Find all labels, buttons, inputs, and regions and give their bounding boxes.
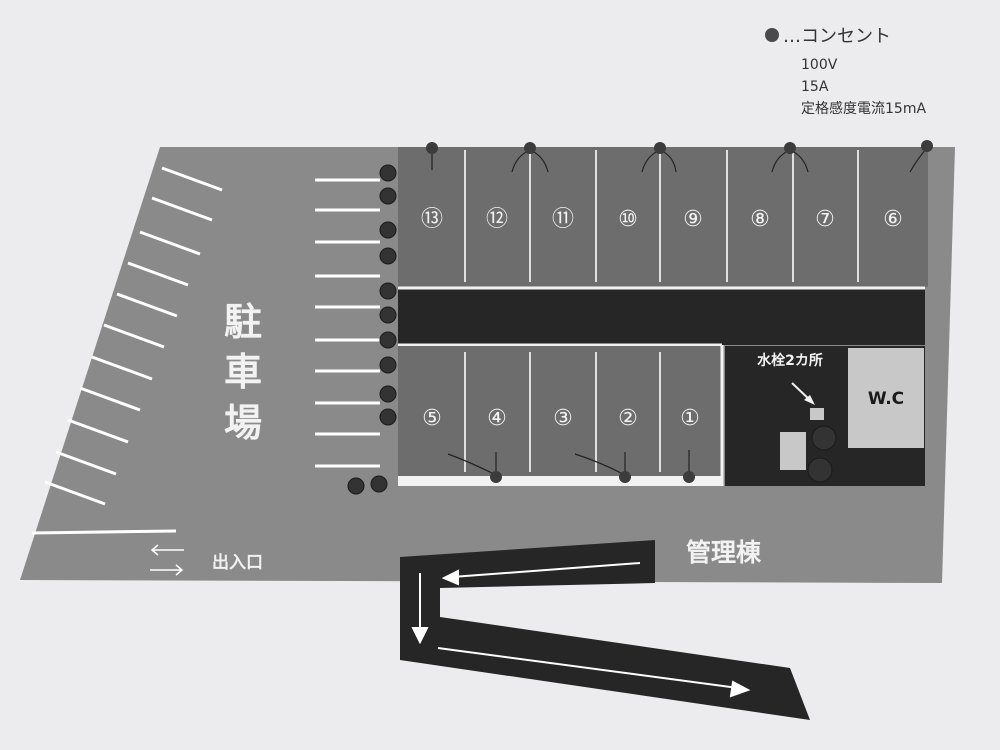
outlet-dot [921, 140, 933, 152]
water-taps-label: 水栓2カ所 [757, 352, 823, 369]
outlet-dot [619, 471, 631, 483]
toilet-building [848, 348, 924, 448]
outlet-markers-lower [447, 450, 695, 483]
site-10-label: ⑩ [618, 207, 638, 232]
site-12-label: ⑫ [486, 207, 508, 232]
parking-stripes-right [315, 178, 380, 468]
outlet-dot [784, 142, 796, 154]
lower-site-numbers: ⑤ ④ ③ ② ① [422, 406, 700, 431]
outlet-markers-upper [426, 140, 933, 173]
lower-site-dividers [464, 352, 661, 472]
outlet-dot [524, 142, 536, 154]
legend-rated-sensitivity: 定格感度電流15mA [801, 101, 927, 117]
outlet-dot [683, 471, 695, 483]
water-tap [810, 408, 824, 420]
toilet-label: W.C [868, 389, 904, 409]
legend-voltage: 100V [801, 57, 838, 73]
water-tap-block [780, 432, 806, 470]
upper-site-dividers [464, 150, 859, 282]
tree-row [347, 164, 397, 495]
outlet-symbol-icon [765, 28, 779, 42]
site-2-label: ② [618, 406, 638, 431]
site-1-label: ① [680, 406, 700, 431]
site-6-label: ⑥ [883, 207, 903, 232]
site-7-label: ⑦ [815, 207, 835, 232]
site-4-label: ④ [487, 406, 507, 431]
outlet-dot [426, 142, 438, 154]
lower-site-area [398, 346, 722, 476]
shrub [807, 457, 833, 483]
upper-site-numbers: ⑬ ⑫ ⑪ ⑩ ⑨ ⑧ ⑦ ⑥ [421, 207, 903, 232]
site-9-label: ⑨ [683, 207, 703, 232]
parking-lot-label: 駐 車 場 [224, 300, 262, 445]
legend-current: 15A [801, 79, 829, 95]
main-road [398, 287, 925, 345]
entrance-exit-label: 出入口 [212, 552, 263, 573]
parking-lot-char-2: 車 [224, 350, 262, 394]
legend-row: …コンセント [765, 22, 926, 48]
site-13-label: ⑬ [421, 207, 443, 232]
shrub [811, 425, 837, 451]
entrance-exit-arrows [150, 544, 184, 576]
entrance-road [400, 540, 810, 720]
parking-lot-char-1: 駐 [224, 300, 262, 344]
parking-lot-char-3: 場 [224, 401, 262, 445]
site-5-label: ⑤ [422, 406, 442, 431]
road-arrows [411, 562, 751, 698]
outlet-legend: …コンセント 100V 15A 定格感度電流15mA [765, 22, 926, 120]
site-11-label: ⑪ [552, 207, 574, 232]
management-building-label: 管理棟 [686, 538, 762, 567]
sidewalk [398, 476, 722, 486]
upper-site-area [398, 147, 928, 287]
site-8-label: ⑧ [750, 207, 770, 232]
outlet-dot [654, 142, 666, 154]
legend-symbol-label: …コンセント [783, 26, 891, 47]
outlet-dot [490, 471, 502, 483]
site-3-label: ③ [553, 406, 573, 431]
parking-stripes-left [31, 166, 223, 535]
